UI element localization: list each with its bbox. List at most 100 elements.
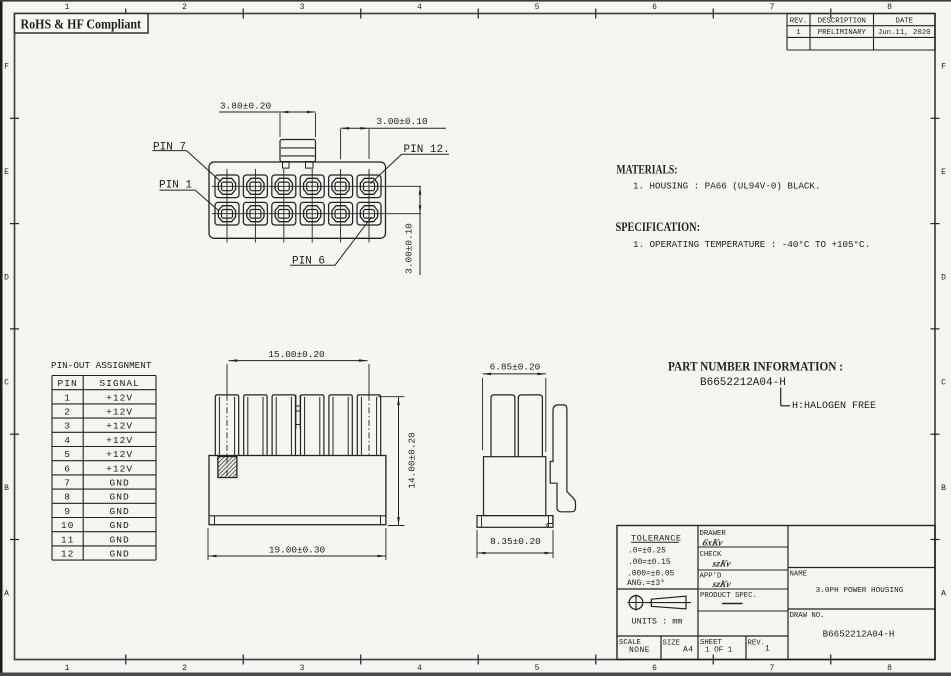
svg-text:7: 7	[770, 664, 775, 673]
svg-text:DRAW NO.: DRAW NO.	[790, 612, 825, 620]
svg-text:9: 9	[64, 506, 71, 517]
svg-text:SIZE: SIZE	[663, 640, 681, 648]
svg-text:+12V: +12V	[106, 435, 133, 446]
svg-text:PIN 1: PIN 1	[159, 180, 192, 192]
svg-text:7: 7	[64, 478, 71, 489]
svg-text:11: 11	[61, 534, 75, 545]
svg-text:REV.: REV.	[790, 17, 808, 25]
svg-text:3: 3	[300, 664, 305, 673]
svg-text:4: 4	[417, 664, 422, 673]
svg-text:D: D	[4, 273, 9, 282]
svg-text:5: 5	[535, 664, 540, 673]
svg-text:8: 8	[887, 3, 892, 12]
svg-text:CHECK: CHECK	[700, 551, 723, 559]
svg-text:5: 5	[64, 449, 71, 460]
svg-text:PIN 12.: PIN 12.	[404, 144, 450, 156]
svg-text:TOLERANCE: TOLERANCE	[631, 534, 682, 544]
svg-text:A: A	[941, 589, 946, 598]
svg-text:3.80±0.20: 3.80±0.20	[220, 101, 272, 112]
svg-text:PRODUCT SPEC.: PRODUCT SPEC.	[700, 592, 757, 600]
svg-text:ANG.=±3°: ANG.=±3°	[627, 579, 665, 588]
svg-text:.000=±0.05: .000=±0.05	[627, 570, 675, 579]
svg-text:GND: GND	[109, 492, 129, 503]
svg-text:5: 5	[535, 3, 540, 12]
svg-text:C: C	[941, 379, 946, 388]
svg-text:1: 1	[64, 392, 71, 403]
svg-text:3.00±0.10: 3.00±0.10	[376, 116, 428, 127]
svg-text:3.0PH POWER HOUSING: 3.0PH POWER HOUSING	[816, 587, 904, 595]
svg-text:1: 1	[796, 29, 801, 37]
svg-text:PRELIMINARY: PRELIMINARY	[818, 29, 867, 37]
svg-text:REV.: REV.	[748, 640, 766, 648]
svg-text:2: 2	[182, 664, 187, 673]
svg-text:6xKv: 6xKv	[701, 538, 724, 549]
svg-text:B: B	[4, 484, 9, 493]
svg-text:3.00±0.10: 3.00±0.10	[404, 223, 415, 274]
svg-text:NAME: NAME	[790, 571, 808, 579]
svg-text:1. OPERATING TEMPERATURE : -40: 1. OPERATING TEMPERATURE : -40°C TO +105…	[633, 239, 870, 250]
svg-text:DESCRIPTION: DESCRIPTION	[818, 17, 866, 25]
svg-text:DRAWER: DRAWER	[700, 530, 727, 538]
svg-text:Jun.11, 2020: Jun.11, 2020	[878, 29, 931, 37]
svg-text:1. HOUSING : PA66 (UL94V-0) BL: 1. HOUSING : PA66 (UL94V-0) BLACK.	[633, 181, 820, 192]
svg-text:GND: GND	[109, 478, 129, 489]
svg-text:APP'D: APP'D	[700, 573, 723, 581]
svg-text:3: 3	[300, 3, 305, 12]
svg-text:F: F	[941, 63, 946, 72]
svg-text:12: 12	[61, 549, 75, 560]
svg-text:GND: GND	[109, 506, 129, 517]
svg-text:A: A	[4, 589, 9, 598]
svg-text:19.00±0.30: 19.00±0.30	[269, 545, 326, 556]
svg-text:2: 2	[64, 407, 71, 418]
svg-text:szKv: szKv	[710, 579, 732, 590]
svg-text:+12V: +12V	[106, 449, 133, 460]
svg-text:SPECIFICATION:: SPECIFICATION:	[616, 220, 701, 234]
svg-text:8: 8	[887, 664, 892, 673]
svg-text:D: D	[941, 273, 946, 282]
svg-text:1: 1	[65, 664, 70, 673]
svg-text:B6652212A04-H: B6652212A04-H	[823, 629, 895, 640]
svg-text:SCALE: SCALE	[619, 639, 641, 647]
svg-text:PIN-OUT ASSIGNMENT: PIN-OUT ASSIGNMENT	[51, 360, 152, 371]
svg-text:B: B	[941, 484, 946, 493]
svg-text:GND: GND	[109, 534, 129, 545]
svg-text:8: 8	[64, 492, 71, 503]
svg-text:PIN 7: PIN 7	[153, 141, 186, 153]
svg-text:1: 1	[765, 645, 770, 654]
svg-text:6: 6	[652, 3, 657, 12]
svg-text:4: 4	[64, 435, 71, 446]
svg-text:B6652212A04-H: B6652212A04-H	[700, 377, 786, 389]
svg-text:6: 6	[652, 664, 657, 673]
svg-text:PIN 6: PIN 6	[292, 256, 325, 268]
svg-text:GND: GND	[109, 520, 129, 531]
svg-text:UNITS : mm: UNITS : mm	[632, 617, 683, 627]
svg-text:SIGNAL: SIGNAL	[99, 378, 140, 389]
svg-text:.0=±0.25: .0=±0.25	[628, 547, 666, 556]
svg-text:15.00±0.20: 15.00±0.20	[268, 349, 325, 360]
svg-text:1: 1	[65, 3, 70, 12]
svg-text:1 OF 1: 1 OF 1	[705, 647, 733, 655]
svg-text:10: 10	[61, 520, 75, 531]
svg-text:H:HALOGEN FREE: H:HALOGEN FREE	[792, 401, 876, 412]
svg-text:6.85±0.20: 6.85±0.20	[490, 362, 541, 373]
svg-text:SHEET: SHEET	[700, 639, 723, 647]
svg-text:4: 4	[417, 3, 422, 12]
svg-text:7: 7	[770, 3, 775, 12]
svg-text:8.35±0.20: 8.35±0.20	[490, 536, 541, 547]
svg-text:RoHS & HF Compliant: RoHS & HF Compliant	[21, 17, 142, 32]
svg-text:PART NUMBER INFORMATION :: PART NUMBER INFORMATION :	[668, 360, 843, 374]
svg-text:.00=±0.15: .00=±0.15	[628, 558, 671, 567]
svg-text:E: E	[4, 168, 9, 177]
svg-text:GND: GND	[109, 549, 129, 560]
svg-text:+12V: +12V	[106, 421, 133, 432]
svg-text:F: F	[4, 63, 9, 72]
svg-text:2: 2	[182, 3, 187, 12]
svg-text:NONE: NONE	[629, 646, 650, 655]
svg-text:+12V: +12V	[106, 392, 133, 403]
svg-text:+12V: +12V	[106, 407, 133, 418]
svg-text:A4: A4	[683, 646, 693, 655]
svg-text:6: 6	[64, 463, 71, 474]
svg-text:szKv: szKv	[710, 559, 732, 570]
svg-text:+12V: +12V	[106, 463, 133, 474]
svg-text:PIN: PIN	[57, 378, 77, 389]
